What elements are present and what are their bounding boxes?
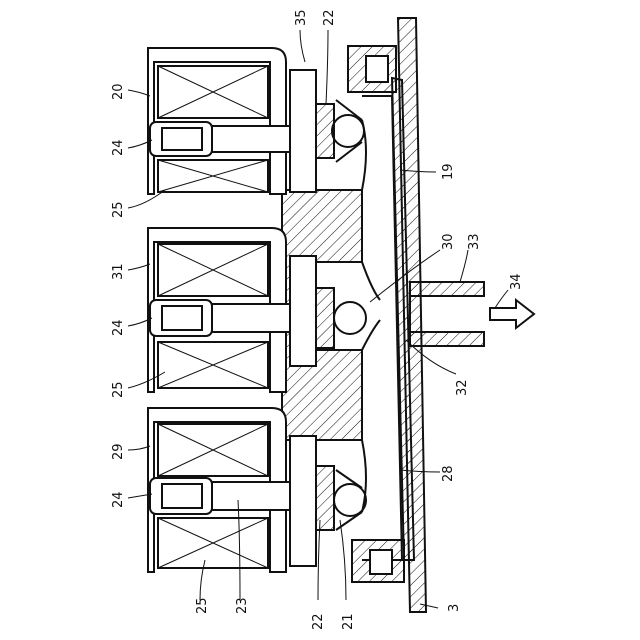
label-33: 33 <box>467 233 482 250</box>
label-29: 29 <box>111 443 126 460</box>
label-34: 34 <box>509 273 524 290</box>
valve-unit-top <box>148 48 364 194</box>
label-25-bottom: 25 <box>195 597 210 614</box>
label-23: 23 <box>235 597 250 614</box>
label-28: 28 <box>441 465 456 482</box>
label-20: 20 <box>111 83 126 100</box>
label-25-middle: 25 <box>111 381 126 398</box>
label-35: 35 <box>294 9 309 26</box>
top-block <box>348 46 396 92</box>
label-22-top: 22 <box>322 9 337 26</box>
label-3: 3 <box>447 604 462 612</box>
label-32: 32 <box>455 379 470 396</box>
label-30: 30 <box>441 233 456 250</box>
label-25-top: 25 <box>111 201 126 218</box>
label-21: 21 <box>341 613 356 630</box>
label-24-top: 24 <box>111 139 126 156</box>
label-31: 31 <box>111 263 126 280</box>
label-22-bottom: 22 <box>311 613 326 630</box>
label-24-bottom: 24 <box>111 491 126 508</box>
label-19: 19 <box>441 163 456 180</box>
label-24-middle: 24 <box>111 319 126 336</box>
bottom-block <box>352 540 404 582</box>
flow-arrow <box>490 300 534 328</box>
